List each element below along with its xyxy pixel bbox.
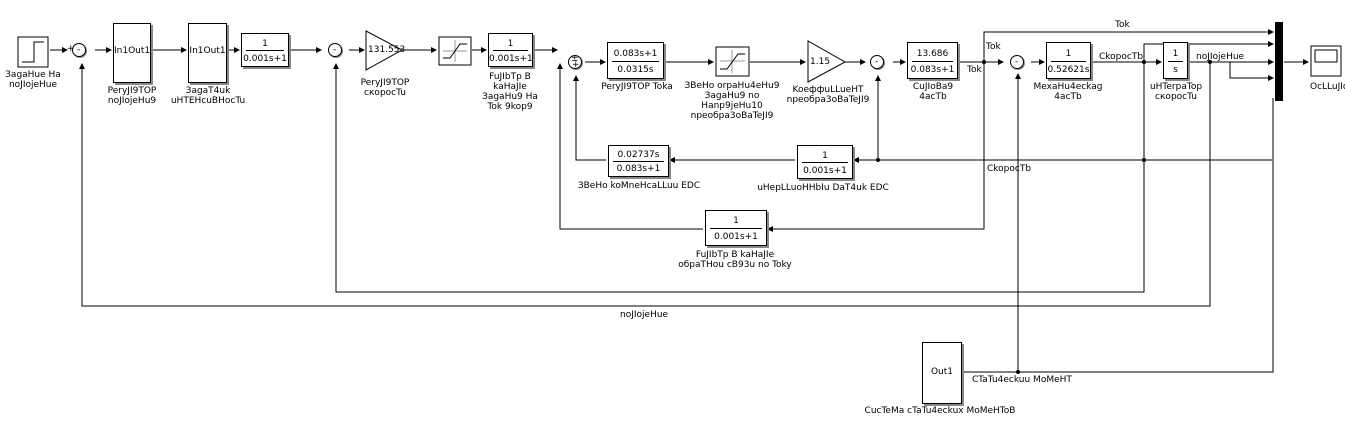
tf-num: 0.02737s	[617, 150, 660, 160]
tf-den: 0.001s+1	[714, 232, 758, 242]
signal-position-out: noJIojeHue	[1196, 52, 1245, 62]
tf-den: 0.083s+1	[910, 65, 955, 75]
position-regulator-block[interactable]: In1Out1	[113, 23, 151, 83]
mechanical-label: MexaHu4eckag 4acTb	[1033, 82, 1103, 102]
tf-den: 0.001s+1	[803, 166, 847, 176]
intensity-setter-label: ЗagaT4uk uHTEHcuBHocTu	[170, 86, 246, 106]
sum-position[interactable]: +-	[67, 43, 86, 57]
sum-emf[interactable]: -	[870, 55, 884, 69]
block-ports: Out1	[930, 367, 954, 377]
tf-num: 13.686	[916, 49, 949, 59]
current-regulator-label: PeryJI9TOP Toka	[601, 82, 673, 92]
gain-triangle	[807, 40, 847, 83]
tf-num: 1	[262, 39, 268, 49]
mux-block[interactable]	[1275, 22, 1283, 101]
position-regulator-label: PeryJI9TOP noJIojeHu9	[107, 86, 157, 106]
tf-num: 1	[822, 151, 828, 161]
block-ports: In1Out1	[114, 46, 151, 56]
tf-num: 0.083s+1	[613, 49, 658, 59]
tf-num: 1	[733, 216, 739, 226]
signal-static-moment: CTaTu4eckuu MoMeHT	[972, 375, 1072, 385]
tf-den: 0.001s+1	[489, 54, 533, 64]
gain-speed-value: 131.553	[368, 45, 406, 55]
step-label: ЗagaHue Ha noJIojeHue	[5, 70, 61, 90]
tf-num: 1	[1065, 49, 1072, 59]
tf-den: 0.0315s	[617, 65, 654, 75]
tf-num: 1	[1172, 49, 1179, 59]
tf-den: 0.001s+1	[243, 54, 287, 64]
tf-den: 0.083s+1	[616, 164, 661, 174]
scope-label: OcLLuJIorp	[1310, 82, 1345, 92]
tf-emf-compensation[interactable]: 0.02737s 0.083s+1	[608, 145, 669, 177]
sum-mech[interactable]: -	[1010, 55, 1024, 69]
signal-speed-fb: CkopocTb	[987, 164, 1032, 174]
compensation-label: ЗBeHo koMneHcaLLuu EDC	[577, 181, 701, 191]
tf-den: s	[1173, 65, 1178, 75]
signal-tok-arm: Tok	[967, 65, 982, 75]
saturation-icon	[715, 46, 750, 77]
tf-mechanical[interactable]: 1 0.52621s	[1046, 42, 1091, 79]
tf-current-ref-filter[interactable]: 1 0.001s+1	[488, 33, 533, 67]
step-icon	[17, 36, 49, 68]
tf-integrator[interactable]: 1 s	[1163, 42, 1188, 79]
sum-current[interactable]: ±+	[568, 55, 582, 70]
integrator-label: uHTerpaTop cкopocTu	[1149, 82, 1203, 102]
static-moments-label: CucTeMa cTaTu4eckux MoMeHToB	[864, 406, 1016, 416]
signal-speed-out: CkopocTb	[1099, 52, 1144, 62]
block-ports: In1Out1	[189, 46, 226, 56]
tf-armature[interactable]: 13.686 0.083s+1	[907, 42, 958, 79]
signal-tok-mid: Tok	[986, 42, 1001, 52]
static-moments-block[interactable]: Out1	[922, 342, 962, 404]
sum-speed[interactable]: -	[328, 43, 342, 57]
saturation-icon	[438, 36, 472, 66]
current-fb-filter-label: FuJIbTp B kaHaJIe oбpaTHou cB93u no Toky	[678, 250, 792, 270]
current-ref-filter-label: FuJIbTp B kaHaJIe ЗagaHu9 Ha Tok 9kop9	[482, 72, 538, 112]
speed-regulator-label: PeryJI9TOP cкopocTu	[360, 78, 410, 98]
gain-triangle	[365, 30, 404, 71]
tf-current-fb-filter[interactable]: 1 0.001s+1	[705, 210, 767, 246]
tf-num: 1	[507, 39, 514, 49]
signal-position-fb: noJIojeHue	[620, 310, 669, 320]
tf-current-regulator[interactable]: 0.083s+1 0.0315s	[607, 42, 664, 79]
intensity-setter-block[interactable]: In1Out1	[188, 23, 227, 83]
scope-icon	[1310, 45, 1342, 77]
emf-sensor-label: uHepLLuoHHbIu DaT4uk EDC	[757, 183, 889, 193]
converter-gain-label: KoeффuLLueHT npeoбpa3oBaTeJI9	[786, 85, 870, 105]
signal-tok-top: Tok	[1115, 20, 1130, 30]
tf-input-filter[interactable]: 1 0.001s+1	[241, 33, 289, 67]
armature-label: CuJIoBa9 4acTb	[912, 82, 954, 102]
tf-den: 0.52621s	[1047, 65, 1090, 75]
limiter-label: ЗBeHo orpaHu4eHu9 ЗagaHu9 no Hanp9jeHu10…	[684, 81, 780, 121]
tf-emf-sensor[interactable]: 1 0.001s+1	[797, 145, 853, 179]
gain-conv-value: 1.15	[810, 57, 831, 67]
